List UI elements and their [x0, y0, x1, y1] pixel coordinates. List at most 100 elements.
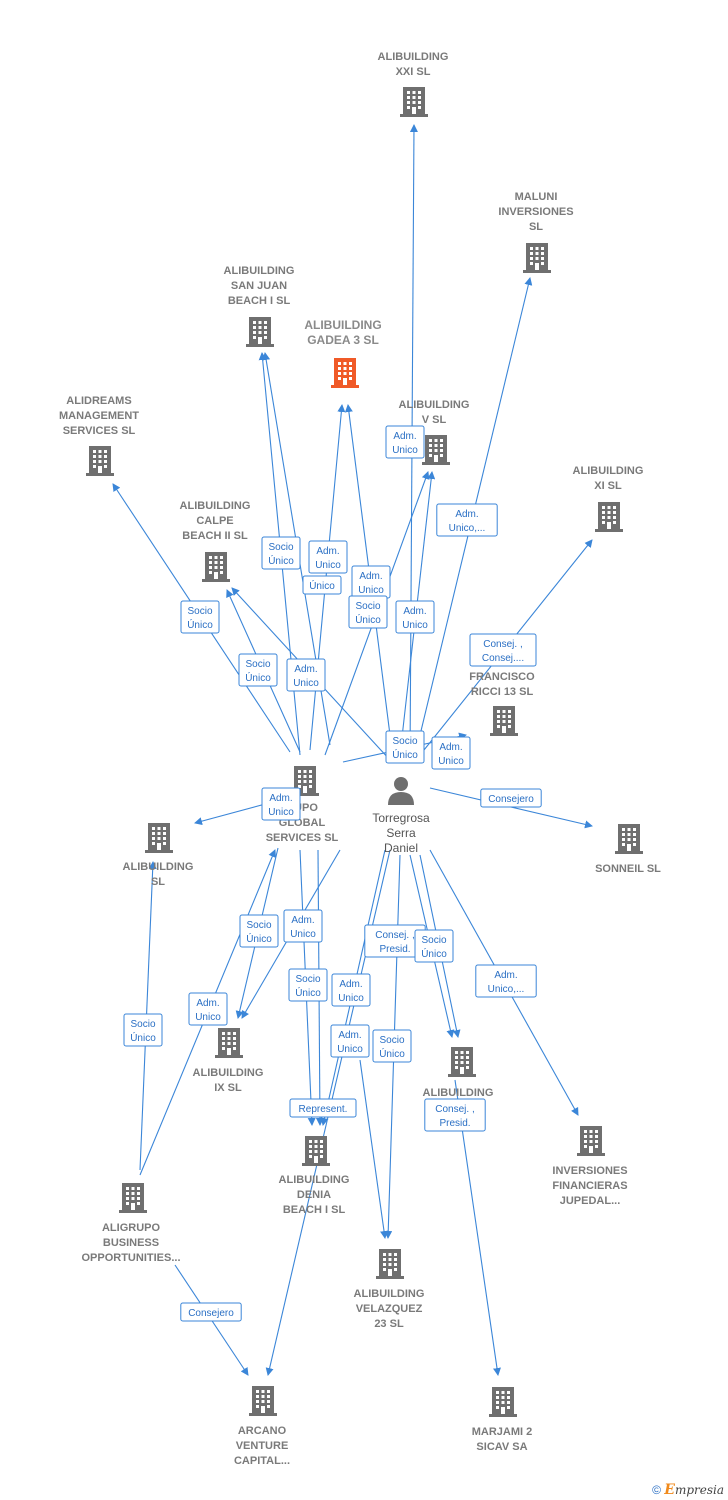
relation-text: Adm.Unico,... — [449, 509, 486, 534]
building-icon — [119, 1183, 147, 1213]
building-icon — [422, 435, 450, 465]
footer-brand[interactable]: © Empresia — [652, 1482, 724, 1498]
relation-text: Adm.Unico — [338, 979, 364, 1004]
relation-label[interactable]: Adm.Unico — [331, 973, 371, 1007]
relation-label[interactable]: Consejero — [180, 1302, 242, 1322]
relation-text: Único — [309, 579, 335, 592]
relation-label[interactable]: Adm.Unico — [395, 600, 435, 634]
company-node-sonneil[interactable]: SONNEIL SL — [595, 824, 661, 875]
relation-label[interactable]: Adm.Unico,... — [436, 503, 498, 537]
building-icon — [489, 1387, 517, 1417]
building-icon — [400, 87, 428, 117]
relation-label[interactable]: Adm.Unico — [431, 736, 471, 770]
relation-label[interactable]: Consej. ,Consej.... — [469, 633, 537, 667]
relation-text: Adm.Unico — [195, 998, 221, 1023]
relation-label[interactable]: Adm.Unico — [188, 992, 228, 1026]
building-icon — [202, 552, 230, 582]
building-icon — [490, 706, 518, 736]
relation-text: Adm.Unico — [402, 606, 428, 631]
relation-label[interactable]: Adm.Unico,... — [475, 964, 537, 998]
relation-label[interactable]: Adm.Unico — [261, 787, 301, 821]
building-icon — [249, 1386, 277, 1416]
relation-text: Consej. ,Consej.... — [482, 639, 524, 664]
relation-label[interactable]: Adm.Unico — [330, 1024, 370, 1058]
relation-text: Adm.Unico — [392, 431, 418, 456]
relation-label[interactable]: Consej. ,Presid. — [424, 1098, 486, 1132]
edges — [112, 124, 593, 1376]
relation-text: Adm.Unico — [268, 793, 294, 818]
company-name: SONNEIL SL — [595, 863, 661, 875]
building-icon — [577, 1126, 605, 1156]
building-icon — [215, 1028, 243, 1058]
relation-label[interactable]: Adm.Unico — [286, 658, 326, 692]
relation-label[interactable]: Consejero — [480, 788, 542, 808]
relation-label[interactable]: Adm.Unico — [283, 909, 323, 943]
company-node-ricci[interactable]: A GFRANCISCORICCI 13 SL — [469, 656, 535, 736]
relation-text: Adm.Unico — [358, 571, 384, 596]
building-icon — [86, 446, 114, 476]
relation-label[interactable]: Adm.Unico — [308, 540, 348, 574]
building-icon — [523, 243, 551, 273]
relation-text: Consej. ,Presid. — [435, 1104, 474, 1129]
relation-label[interactable]: Único — [302, 575, 342, 595]
relation-label[interactable]: Adm.Unico — [385, 425, 425, 459]
building-icon — [448, 1047, 476, 1077]
relation-label[interactable]: Adm.Unico — [351, 565, 391, 599]
building-icon — [145, 823, 173, 853]
brand-logo: Empresia — [664, 1482, 724, 1498]
relation-label[interactable]: Represent. — [289, 1098, 357, 1118]
building-icon — [595, 502, 623, 532]
copyright-icon: © — [652, 1483, 661, 1497]
relation-text: Adm.Unico — [315, 546, 341, 571]
building-icon — [376, 1249, 404, 1279]
building-icon — [246, 317, 274, 347]
